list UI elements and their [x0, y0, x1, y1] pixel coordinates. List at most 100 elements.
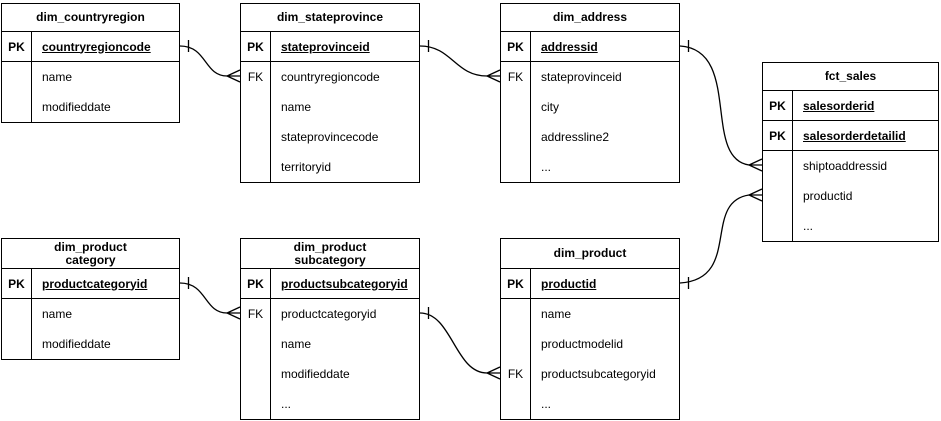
key-cell	[501, 329, 531, 359]
field-name: modifieddate	[281, 367, 350, 381]
field-name: countryregioncode	[281, 70, 380, 84]
field-row: territoryid	[241, 152, 419, 182]
entity-dim-stateprovince[interactable]: dim_stateprovince PK stateprovinceid FK …	[240, 3, 420, 183]
field-name: salesorderdetailid	[803, 128, 906, 143]
relationship-productsubcategory-product[interactable]	[419, 307, 501, 380]
field-row: ...	[501, 389, 679, 419]
key-cell	[763, 181, 793, 211]
field-name: countryregioncode	[42, 39, 151, 54]
field-row: FK countryregioncode	[241, 62, 419, 92]
key-cell	[241, 152, 271, 182]
field-name: stateprovinceid	[281, 39, 370, 54]
key-cell: PK	[763, 91, 793, 120]
entity-dim-product-subcategory[interactable]: dim_product subcategory PK productsubcat…	[240, 238, 420, 420]
field-name: productcategoryid	[281, 307, 377, 321]
crows-foot-many-marker	[485, 69, 501, 83]
field-row: FK productcategoryid	[241, 299, 419, 329]
crows-foot-many-marker	[225, 306, 241, 320]
pk-row: PK productid	[501, 269, 679, 299]
relationship-product-fctsales[interactable]	[679, 188, 763, 289]
relationship-line[interactable]	[679, 194, 750, 284]
field-row: shiptoaddressid	[763, 151, 938, 181]
key-cell: FK	[241, 299, 271, 329]
key-cell	[241, 329, 271, 359]
entity-dim-product-category[interactable]: dim_product category PK productcategoryi…	[1, 238, 180, 360]
key-cell	[241, 359, 271, 389]
entity-dim-countryregion[interactable]: dim_countryregion PK countryregioncode n…	[1, 3, 180, 123]
key-cell: FK	[501, 62, 531, 92]
key-cell: FK	[501, 359, 531, 389]
relationship-address-fctsales[interactable]	[679, 40, 763, 172]
crows-foot-many-marker	[225, 69, 241, 83]
relationship-line[interactable]	[419, 45, 488, 77]
key-cell: FK	[241, 62, 271, 92]
entity-title: dim_product category	[2, 239, 179, 269]
field-name: modifieddate	[42, 337, 111, 351]
field-row: name	[501, 299, 679, 329]
field-row: productmodelid	[501, 329, 679, 359]
field-row: ...	[241, 389, 419, 419]
relationship-line[interactable]	[679, 45, 750, 166]
key-cell	[501, 92, 531, 122]
entity-title: fct_sales	[763, 63, 938, 91]
entity-dim-product[interactable]: dim_product PK productid name productmod…	[500, 238, 680, 420]
field-row: FK productsubcategoryid	[501, 359, 679, 389]
field-name: stateprovincecode	[281, 130, 379, 144]
field-row: modifieddate	[2, 329, 179, 359]
field-name: ...	[541, 160, 552, 174]
pk-row: PK addressid	[501, 32, 679, 62]
relationship-countryregion-stateprovince[interactable]	[179, 40, 241, 83]
field-name: addressline2	[541, 130, 610, 144]
field-name: productcategoryid	[42, 276, 148, 291]
key-cell	[241, 92, 271, 122]
key-cell	[501, 299, 531, 329]
key-cell: PK	[241, 32, 271, 61]
field-name: name	[42, 307, 73, 321]
crows-foot-many-marker	[747, 158, 763, 172]
pk-row: PK productcategoryid	[2, 269, 179, 299]
key-cell: PK	[763, 121, 793, 150]
field-name: productid	[541, 276, 597, 291]
field-row: productid	[763, 181, 938, 211]
relationship-stateprovince-address[interactable]	[419, 40, 501, 83]
entity-dim-address[interactable]: dim_address PK addressid FK stateprovinc…	[500, 3, 680, 183]
field-row: modifieddate	[241, 359, 419, 389]
field-name: territoryid	[281, 160, 332, 174]
relationship-line[interactable]	[179, 45, 228, 77]
field-row: name	[241, 92, 419, 122]
key-cell	[241, 389, 271, 419]
relationship-line[interactable]	[419, 312, 488, 374]
field-row: name	[241, 329, 419, 359]
pk-row: PK salesorderid	[763, 91, 938, 121]
field-name: ...	[281, 397, 292, 411]
entity-title: dim_product subcategory	[241, 239, 419, 269]
entity-title: dim_address	[501, 4, 679, 32]
key-cell: PK	[241, 269, 271, 298]
crows-foot-many-marker	[747, 188, 763, 202]
field-name: productsubcategoryid	[541, 367, 656, 381]
pk-row: PK salesorderdetailid	[763, 121, 938, 151]
field-name: shiptoaddressid	[803, 159, 888, 173]
key-cell	[763, 211, 793, 241]
field-row: city	[501, 92, 679, 122]
relationship-productcategory-productsubcategory[interactable]	[179, 277, 241, 320]
field-name: productsubcategoryid	[281, 276, 408, 291]
key-cell: PK	[2, 32, 32, 61]
relationship-line[interactable]	[179, 282, 228, 314]
field-row: name	[2, 62, 179, 92]
entity-title: dim_countryregion	[2, 4, 179, 32]
key-cell: PK	[501, 32, 531, 61]
field-name: modifieddate	[42, 100, 111, 114]
key-cell	[501, 122, 531, 152]
key-cell: PK	[2, 269, 32, 298]
key-cell	[501, 152, 531, 182]
field-name: productid	[803, 189, 853, 203]
entity-fct-sales[interactable]: fct_sales PK salesorderid PK salesorderd…	[762, 62, 939, 242]
key-cell	[763, 151, 793, 181]
pk-row: PK productsubcategoryid	[241, 269, 419, 299]
entity-title: dim_stateprovince	[241, 4, 419, 32]
field-name: stateprovinceid	[541, 70, 622, 84]
pk-row: PK countryregioncode	[2, 32, 179, 62]
field-name: name	[541, 307, 572, 321]
